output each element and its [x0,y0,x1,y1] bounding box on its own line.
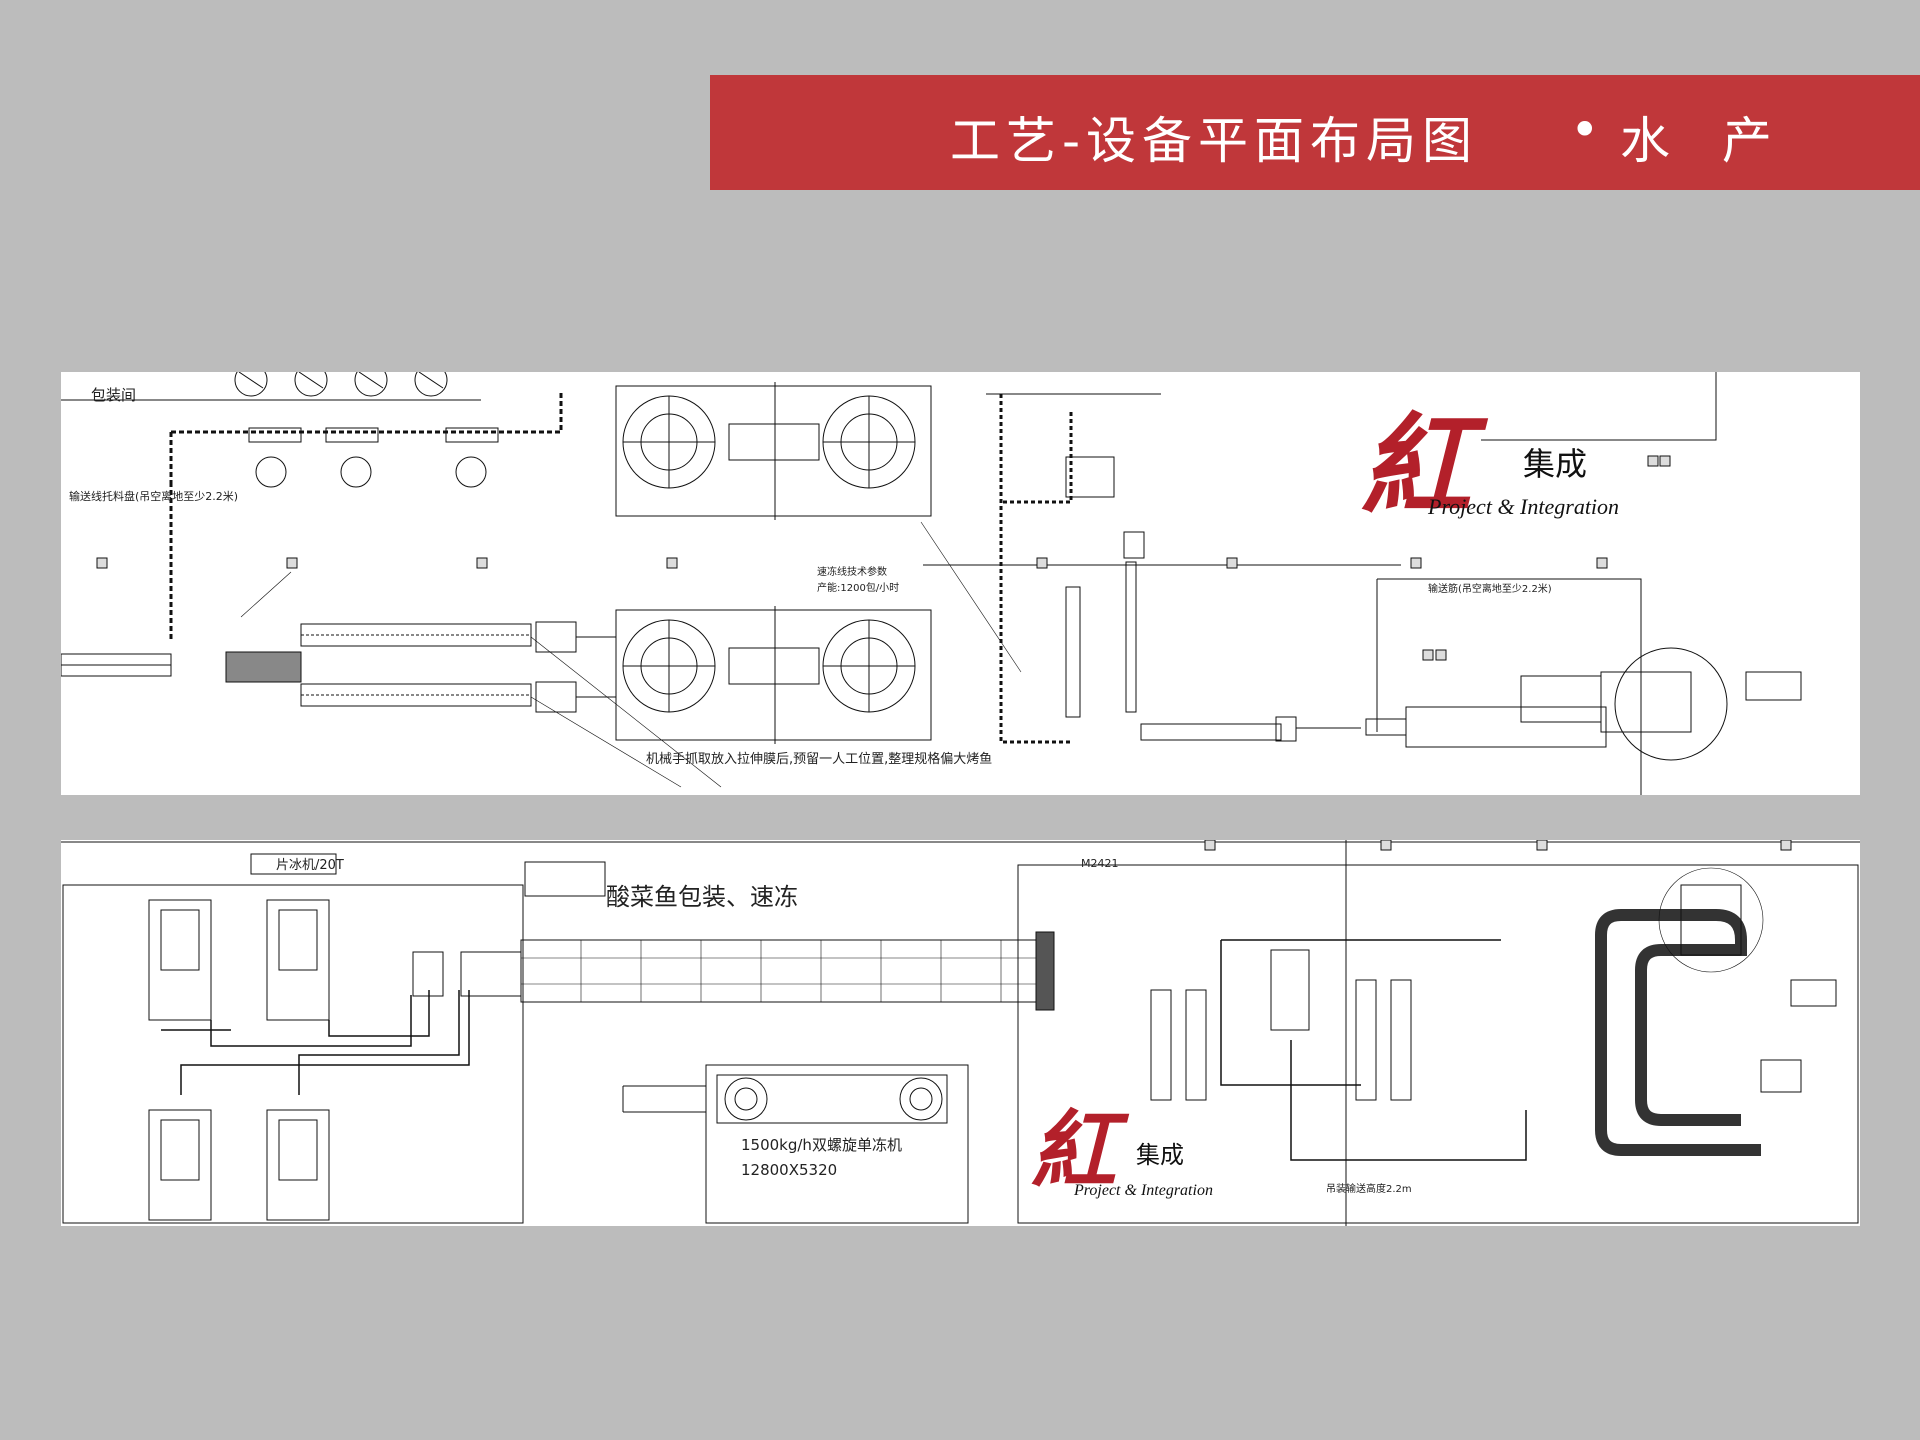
logo-en: Project & Integration [1073,1182,1213,1199]
logo-glyph: 紅 [1361,401,1489,530]
conveyor-note-right: 输送筋(吊空离地至少2.2米) [1428,582,1552,595]
dimension-label: M2421 [1081,857,1119,870]
logo-cn: 集成 [1136,1141,1184,1169]
cad-drawing-top: 包装间 输送线托料盘(吊空离地至少2.2米) 速冻线技术参数 产能:1200包/… [61,372,1802,795]
brand-logo: 紅 集成 Project & Integration [1361,401,1619,530]
logo-cn: 集成 [1523,445,1587,483]
bottom-note: 机械手抓取放入拉伸膜后,预留一人工位置,整理规格偏大烤鱼 [646,751,992,767]
capacity-title: 速冻线技术参数 [817,565,887,578]
layout-drawing-bottom: 片冰机/20T 酸菜鱼包装、速冻 1500kg/h双螺旋单冻机 12800X53… [61,840,1860,1226]
ice-machine-tag: 片冰机/20T [276,858,344,873]
logo-en: Project & Integration [1427,494,1619,519]
header-banner: 工艺-设备平面布局图 • 水 产 [710,75,1920,190]
line-title: 酸菜鱼包装、速冻 [606,883,798,911]
brand-logo-bottom: 紅 集成 Project & Integration [1031,1101,1213,1201]
page-title: 工艺-设备平面布局图 [950,112,1479,170]
cad-drawing-bottom: 片冰机/20T 酸菜鱼包装、速冻 1500kg/h双螺旋单冻机 12800X53… [61,840,1860,1226]
freezer-spec-2: 12800X5320 [741,1161,837,1179]
room-label: 包装间 [91,386,136,404]
title-separator: • [1570,101,1600,159]
logo-glyph: 紅 [1031,1101,1130,1201]
conveyor-note: 输送线托料盘(吊空离地至少2.2米) [69,489,238,503]
page-subtitle: 水 产 [1620,112,1790,170]
layout-drawing-top: 包装间 输送线托料盘(吊空离地至少2.2米) 速冻线技术参数 产能:1200包/… [61,372,1860,795]
freezer-spec-1: 1500kg/h双螺旋单冻机 [741,1136,902,1154]
capacity-value: 产能:1200包/小时 [817,581,899,594]
height-note: 吊装输送高度2.2m [1326,1182,1412,1195]
